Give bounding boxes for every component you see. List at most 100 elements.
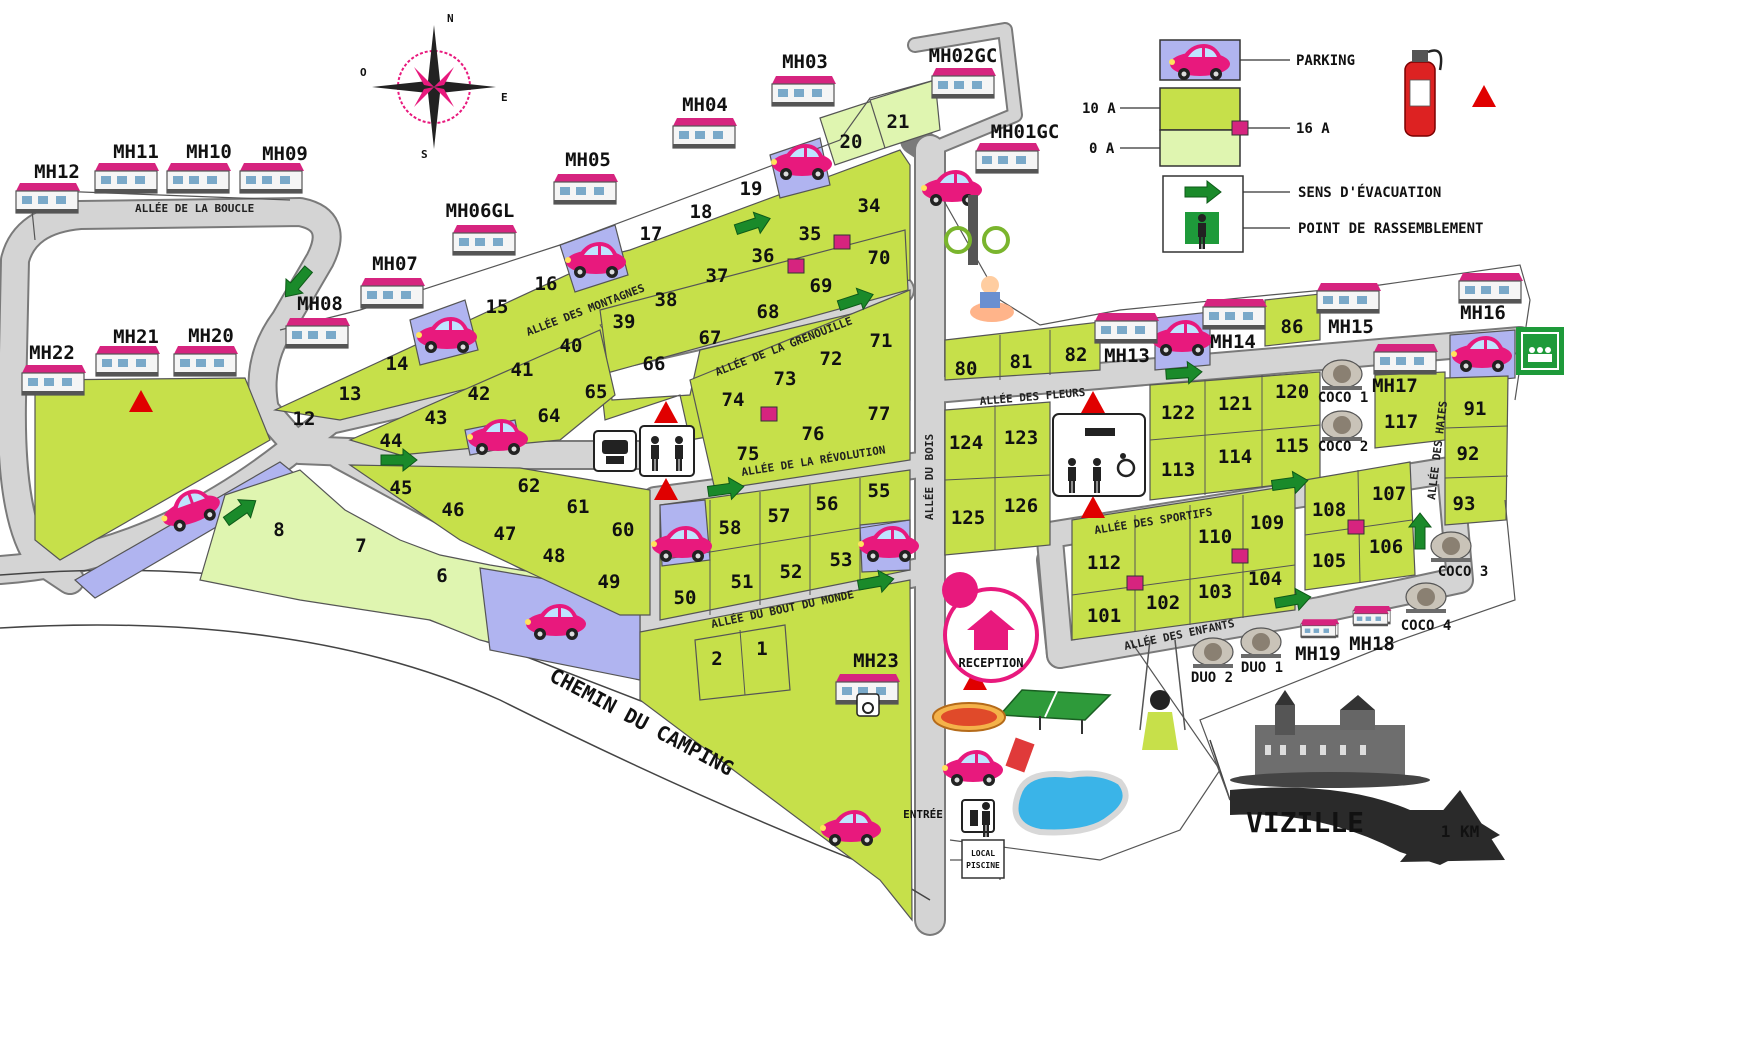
pitch-43: 43 — [425, 407, 448, 429]
mh06gl: MH06GL — [446, 200, 515, 222]
road-bois: ALLÉE DU BOIS — [923, 434, 936, 520]
mh23: MH23 — [853, 650, 899, 672]
pitch-13: 13 — [339, 383, 362, 405]
pitch-122: 122 — [1161, 402, 1195, 424]
pitch-60: 60 — [612, 519, 635, 541]
mh10: MH10 — [186, 141, 232, 163]
compass-s: S — [421, 148, 428, 161]
pitch-45: 45 — [390, 477, 413, 499]
disabled-marker — [856, 693, 880, 717]
pitch-75: 75 — [737, 443, 760, 465]
fitness-station — [944, 195, 1014, 322]
fire-extinguisher-icon — [1404, 49, 1443, 137]
pitch-labels: 1 2 6 7 8 12 13 14 15 16 17 18 19 20 21 … — [273, 111, 1486, 670]
pitch-19: 19 — [740, 178, 763, 200]
pitch-57: 57 — [768, 505, 791, 527]
legend: PARKING 10 A 0 A 16 A SENS D'ÉVACUATION … — [1082, 39, 1483, 253]
coco3: COCO 3 — [1438, 564, 1489, 580]
pitch-56: 56 — [816, 493, 839, 515]
pitch-38: 38 — [655, 289, 678, 311]
pitch-39: 39 — [613, 311, 636, 333]
mh02gc: MH02GC — [929, 45, 998, 67]
ping-pong-table — [998, 689, 1112, 734]
legend-evacuation: SENS D'ÉVACUATION — [1298, 184, 1441, 201]
pitch-110: 110 — [1198, 526, 1232, 548]
legend-16a: 16 A — [1296, 121, 1330, 137]
mh20: MH20 — [188, 325, 234, 347]
mh05: MH05 — [565, 149, 611, 171]
pitch-58: 58 — [719, 517, 742, 539]
legend-assembly: POINT DE RASSEMBLEMENT — [1298, 221, 1483, 237]
pitch-18: 18 — [690, 201, 713, 223]
mh14: MH14 — [1210, 331, 1256, 353]
pitch-82: 82 — [1065, 344, 1088, 366]
pitch-107: 107 — [1372, 483, 1406, 505]
mh03: MH03 — [782, 51, 828, 73]
coco2: COCO 2 — [1318, 439, 1369, 455]
mh17: MH17 — [1372, 375, 1418, 397]
pitch-125: 125 — [951, 507, 985, 529]
swing-girl — [1139, 639, 1186, 750]
vizille-distance: 1 KM — [1441, 822, 1480, 841]
sanitary-block-west — [593, 425, 695, 477]
pitch-68: 68 — [757, 301, 780, 323]
pitch-67: 67 — [699, 327, 722, 349]
pitch-126: 126 — [1004, 495, 1038, 517]
pitch-117: 117 — [1384, 411, 1418, 433]
pitch-72: 72 — [820, 348, 843, 370]
pitch-106: 106 — [1369, 536, 1403, 558]
pitch-7: 7 — [355, 535, 366, 557]
sanitary-block-east — [1052, 413, 1146, 497]
mh19: MH19 — [1295, 643, 1341, 665]
pitch-14: 14 — [386, 353, 409, 375]
pitch-74: 74 — [722, 389, 745, 411]
legend-0a: 0 A — [1089, 141, 1115, 157]
vizille-arrow: VIZILLE 1 KM — [1230, 787, 1505, 865]
pitch-15: 15 — [486, 296, 509, 318]
mh12: MH12 — [34, 161, 80, 183]
pitch-42: 42 — [468, 383, 491, 405]
mh18: MH18 — [1349, 633, 1395, 655]
compass-e: E — [501, 91, 508, 104]
mh22: MH22 — [29, 342, 75, 364]
pitch-114: 114 — [1218, 446, 1252, 468]
pitch-108: 108 — [1312, 499, 1346, 521]
pitch-109: 109 — [1250, 512, 1284, 534]
mh08: MH08 — [297, 293, 343, 315]
local-piscine-line1: LOCAL — [971, 849, 995, 858]
pitch-69: 69 — [810, 275, 833, 297]
pitch-20: 20 — [840, 131, 863, 153]
pitch-121: 121 — [1218, 393, 1252, 415]
legend-parking: PARKING — [1296, 53, 1355, 69]
pitch-37: 37 — [706, 265, 729, 287]
pitch-8: 8 — [273, 519, 284, 541]
coco4: COCO 4 — [1401, 618, 1452, 634]
pitch-93: 93 — [1453, 493, 1476, 515]
mh01gc: MH01GC — [991, 121, 1060, 143]
pitch-64: 64 — [538, 405, 561, 427]
pitch-61: 61 — [567, 496, 590, 518]
mh09: MH09 — [262, 143, 308, 165]
castle-illustration — [1230, 690, 1430, 788]
reception-label: RECEPTION — [958, 656, 1023, 670]
pitch-80: 80 — [955, 358, 978, 380]
legend-10a: 10 A — [1082, 101, 1116, 117]
pitch-16: 16 — [535, 273, 558, 295]
pitch-48: 48 — [543, 545, 566, 567]
pitch-102: 102 — [1146, 592, 1180, 614]
pitch-21: 21 — [887, 111, 910, 133]
legend-10a-swatch — [1159, 87, 1241, 131]
pitch-55: 55 — [868, 480, 891, 502]
pitch-65: 65 — [585, 381, 608, 403]
duo2: DUO 2 — [1191, 670, 1233, 686]
coco-labels: COCO 1 COCO 2 COCO 3 COCO 4 DUO 2 DUO 1 — [1191, 390, 1488, 686]
pitch-91: 91 — [1464, 398, 1487, 420]
pitch-86: 86 — [1281, 316, 1304, 338]
mh15: MH15 — [1328, 316, 1374, 338]
pitch-40: 40 — [560, 335, 583, 357]
mh11: MH11 — [113, 141, 159, 163]
pitch-53: 53 — [830, 549, 853, 571]
pitch-17: 17 — [640, 223, 663, 245]
compass-o: O — [360, 66, 367, 79]
